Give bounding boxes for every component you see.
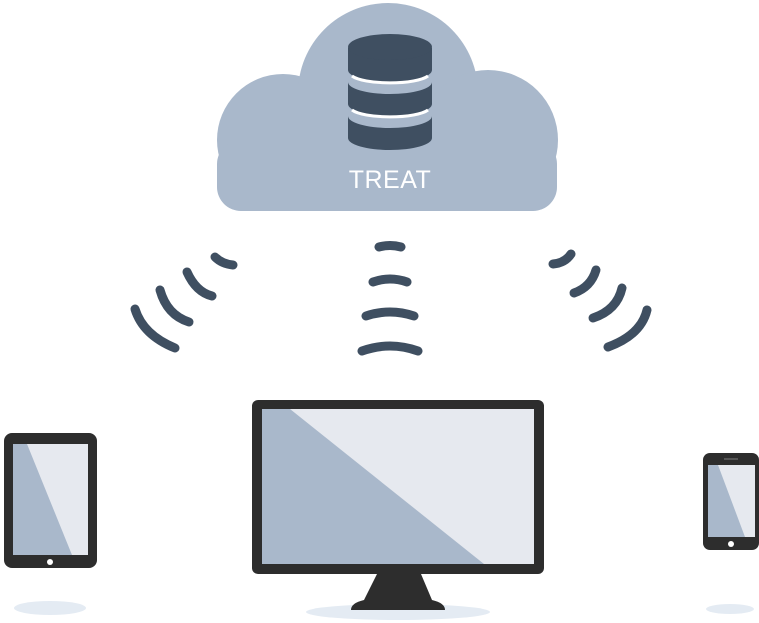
desktop-monitor-icon	[252, 400, 544, 620]
left-signal-icon	[130, 252, 238, 353]
phone-shadow	[706, 604, 754, 614]
tablet-home-button	[47, 559, 53, 565]
center-signal-icon	[357, 241, 423, 356]
cloud-label: TREAT	[349, 166, 432, 194]
tablet-icon	[4, 433, 97, 615]
tablet-shadow	[14, 601, 86, 615]
smartphone-icon	[703, 453, 759, 614]
database-icon	[348, 34, 432, 150]
phone-home-button	[728, 541, 734, 547]
right-signal-icon	[548, 249, 652, 352]
cloud-shape	[217, 3, 558, 211]
